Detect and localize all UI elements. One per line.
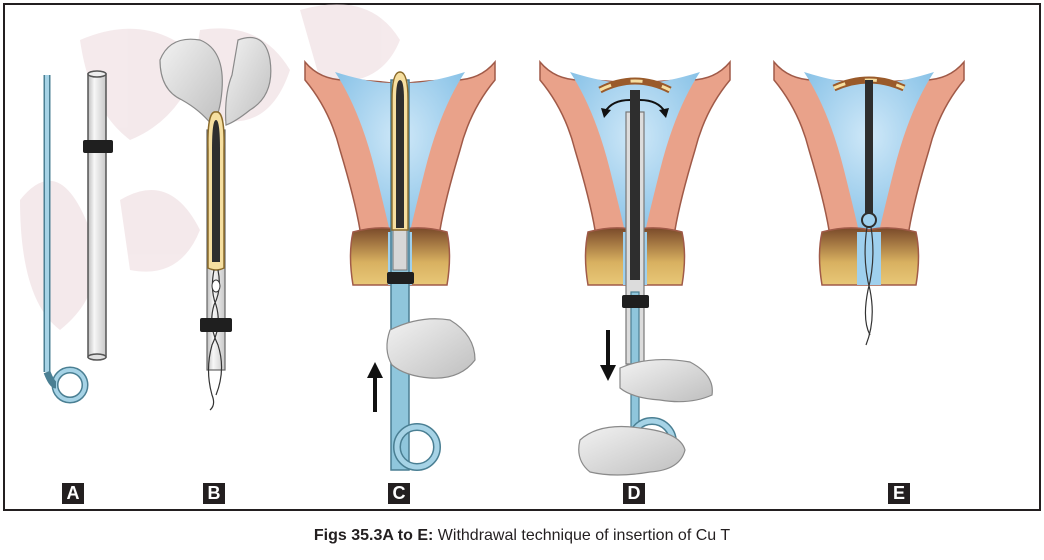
insertion-tube	[88, 74, 106, 357]
panel-c-illustration	[305, 62, 495, 470]
flange-icon	[83, 140, 113, 153]
panel-label-b: B	[203, 483, 225, 504]
panel-d-illustration	[540, 62, 730, 475]
panel-label-d: D	[623, 483, 645, 504]
panel-label-a: A	[62, 483, 84, 504]
caption-figure-number: Figs 35.3A to E:	[314, 527, 433, 544]
panel-e-illustration	[774, 62, 964, 345]
caption-text: Withdrawal technique of insertion of Cu …	[433, 527, 730, 544]
down-arrow-icon	[600, 330, 616, 381]
panel-label-e: E	[888, 483, 910, 504]
figure-caption: Figs 35.3A to E: Withdrawal technique of…	[0, 527, 1044, 545]
panel-label-c: C	[388, 483, 410, 504]
up-arrow-icon	[367, 362, 383, 412]
